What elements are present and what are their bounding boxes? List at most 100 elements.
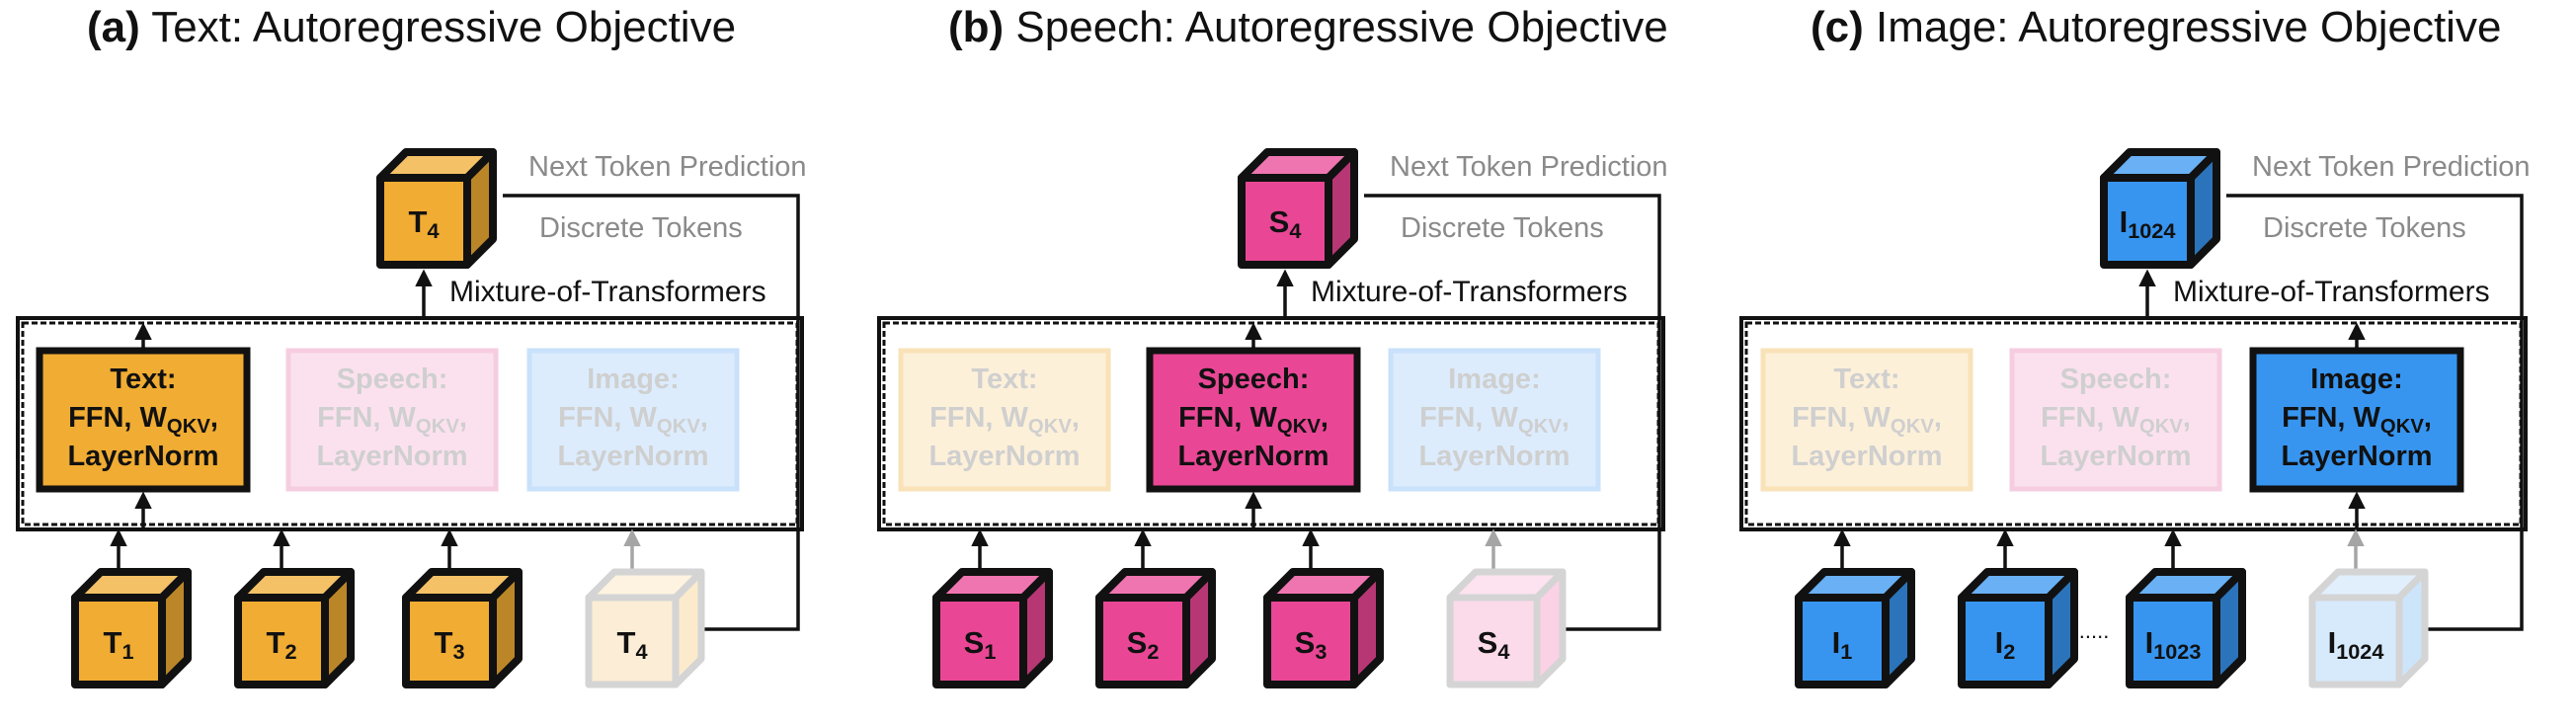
expert-layernorm: LayerNorm	[2040, 441, 2191, 472]
expert-text: Text:FFN, WQKV,LayerNorm	[898, 348, 1111, 492]
expert-box	[2249, 347, 2464, 493]
input-token-label: I1024	[2328, 625, 2384, 664]
input-token-cube	[1446, 568, 1567, 688]
expert-box	[36, 347, 251, 493]
input-token-cube	[1095, 568, 1216, 688]
expert-text: Text: FFN, WQKV,LayerNorm	[36, 347, 251, 493]
cube-front-face	[1446, 594, 1541, 688]
mot-box	[16, 316, 804, 531]
mot-label: Mixture-of-Transformers	[1311, 276, 1628, 308]
expert-image: Image: FFN, WQKV,LayerNorm	[526, 348, 740, 492]
expert-speech: Speech: FFN, WQKV,LayerNorm	[1146, 347, 1361, 493]
expert-name: Speech:	[337, 364, 448, 395]
feedback-arrow	[1364, 194, 1661, 638]
input-token-label: S2	[1127, 625, 1160, 664]
prediction-token-label: I1024	[2120, 204, 2176, 243]
input-token-cube	[1795, 568, 1915, 688]
expert-params: FFN, WQKV,	[317, 402, 467, 438]
expert-name: Speech:	[1198, 364, 1310, 395]
mot-label: Mixture-of-Transformers	[449, 276, 766, 308]
next-token-label: Next Token Prediction	[2252, 151, 2531, 183]
expert-params: FFN, WQKV,	[2041, 402, 2191, 438]
expert-name: Image:	[2310, 364, 2402, 395]
mot-box	[1739, 316, 2528, 531]
expert-name: Speech:	[2060, 364, 2172, 395]
input-token-cube	[234, 568, 355, 688]
prediction-token-label: S4	[1269, 204, 1302, 243]
expert-speech: Speech: FFN, WQKV,LayerNorm	[2009, 348, 2222, 492]
panel-image: (c) Image: Autoregressive ObjectiveMixtu…	[1739, 3, 2531, 688]
input-token-cube	[402, 568, 523, 688]
input-token-cube	[71, 568, 192, 688]
input-token-label: I2	[1995, 625, 2016, 664]
expert-box	[1146, 347, 1361, 493]
input-token-label: T1	[104, 625, 134, 664]
prediction-cube	[376, 148, 497, 269]
prediction-token-label: T4	[409, 204, 440, 243]
cube-front-face	[1958, 594, 2053, 688]
cube-front-face	[376, 174, 471, 269]
mot-box	[877, 316, 1665, 531]
expert-image: Image: FFN, WQKV,LayerNorm	[1388, 348, 1601, 492]
expert-layernorm: LayerNorm	[67, 441, 218, 472]
input-token-cube	[585, 568, 705, 688]
next-token-label: Next Token Prediction	[1390, 151, 1668, 183]
expert-name: Image:	[587, 364, 679, 395]
expert-name: Text:	[1833, 364, 1899, 395]
expert-params: FFN, WQKV,	[2282, 402, 2432, 438]
expert-params: FFN, WQKV,	[1178, 402, 1328, 438]
cube-front-face	[1795, 594, 1890, 688]
expert-box	[1388, 348, 1601, 492]
expert-box	[285, 348, 499, 492]
expert-name: Text:	[110, 364, 176, 395]
expert-box	[1760, 348, 1973, 492]
expert-layernorm: LayerNorm	[1418, 441, 1570, 472]
expert-params: FFN, WQKV,	[1419, 402, 1570, 438]
cube-front-face	[585, 594, 680, 688]
expert-layernorm: LayerNorm	[1177, 441, 1328, 472]
prediction-cube	[2100, 148, 2220, 269]
input-token-label: S3	[1295, 625, 1328, 664]
cube-front-face	[2308, 594, 2403, 688]
expert-box	[2009, 348, 2222, 492]
expert-image: Image: FFN, WQKV,LayerNorm	[2249, 347, 2464, 493]
expert-params: FFN, WQKV,	[68, 402, 218, 438]
cube-front-face	[71, 594, 166, 688]
expert-name: Image:	[1448, 364, 1540, 395]
input-token-label: S4	[1478, 625, 1510, 664]
prediction-cube	[1238, 148, 1358, 269]
cube-front-face	[932, 594, 1027, 688]
ellipsis: ......	[2073, 618, 2110, 643]
panel-title: (c) Image: Autoregressive Objective	[1811, 3, 2501, 51]
cube-front-face	[402, 594, 497, 688]
expert-speech: Speech:FFN, WQKV,LayerNorm	[285, 348, 499, 492]
expert-params: FFN, WQKV,	[1792, 402, 1942, 438]
mot-label: Mixture-of-Transformers	[2173, 276, 2490, 308]
expert-text: Text: FFN, WQKV,LayerNorm	[1760, 348, 1973, 492]
expert-layernorm: LayerNorm	[1791, 441, 1942, 472]
expert-box	[526, 348, 740, 492]
input-token-label: T4	[617, 625, 648, 664]
cube-front-face	[234, 594, 329, 688]
input-token-label: I1023	[2145, 625, 2202, 664]
expert-name: Text:	[971, 364, 1037, 395]
panel-title: (b) Speech: Autoregressive Objective	[948, 3, 1668, 51]
panel-text: (a) Text: Autoregressive ObjectiveMixtur…	[16, 3, 807, 688]
input-token-label: S1	[964, 625, 997, 664]
cube-front-face	[1095, 594, 1190, 688]
expert-layernorm: LayerNorm	[2281, 441, 2432, 472]
feedback-arrow	[2226, 194, 2524, 638]
panel-title: (a) Text: Autoregressive Objective	[87, 3, 736, 51]
input-token-cube	[932, 568, 1053, 688]
panel-speech: (b) Speech: Autoregressive ObjectiveMixt…	[877, 3, 1668, 688]
input-token-cube	[2308, 568, 2429, 688]
input-token-label: I1	[1832, 625, 1853, 664]
expert-layernorm: LayerNorm	[557, 441, 708, 472]
expert-params: FFN, WQKV,	[558, 402, 708, 438]
discrete-tokens-label: Discrete Tokens	[539, 212, 743, 244]
cube-front-face	[1263, 594, 1358, 688]
input-token-cube	[2126, 568, 2246, 688]
cube-front-face	[2100, 174, 2195, 269]
input-token-cube	[1958, 568, 2078, 688]
